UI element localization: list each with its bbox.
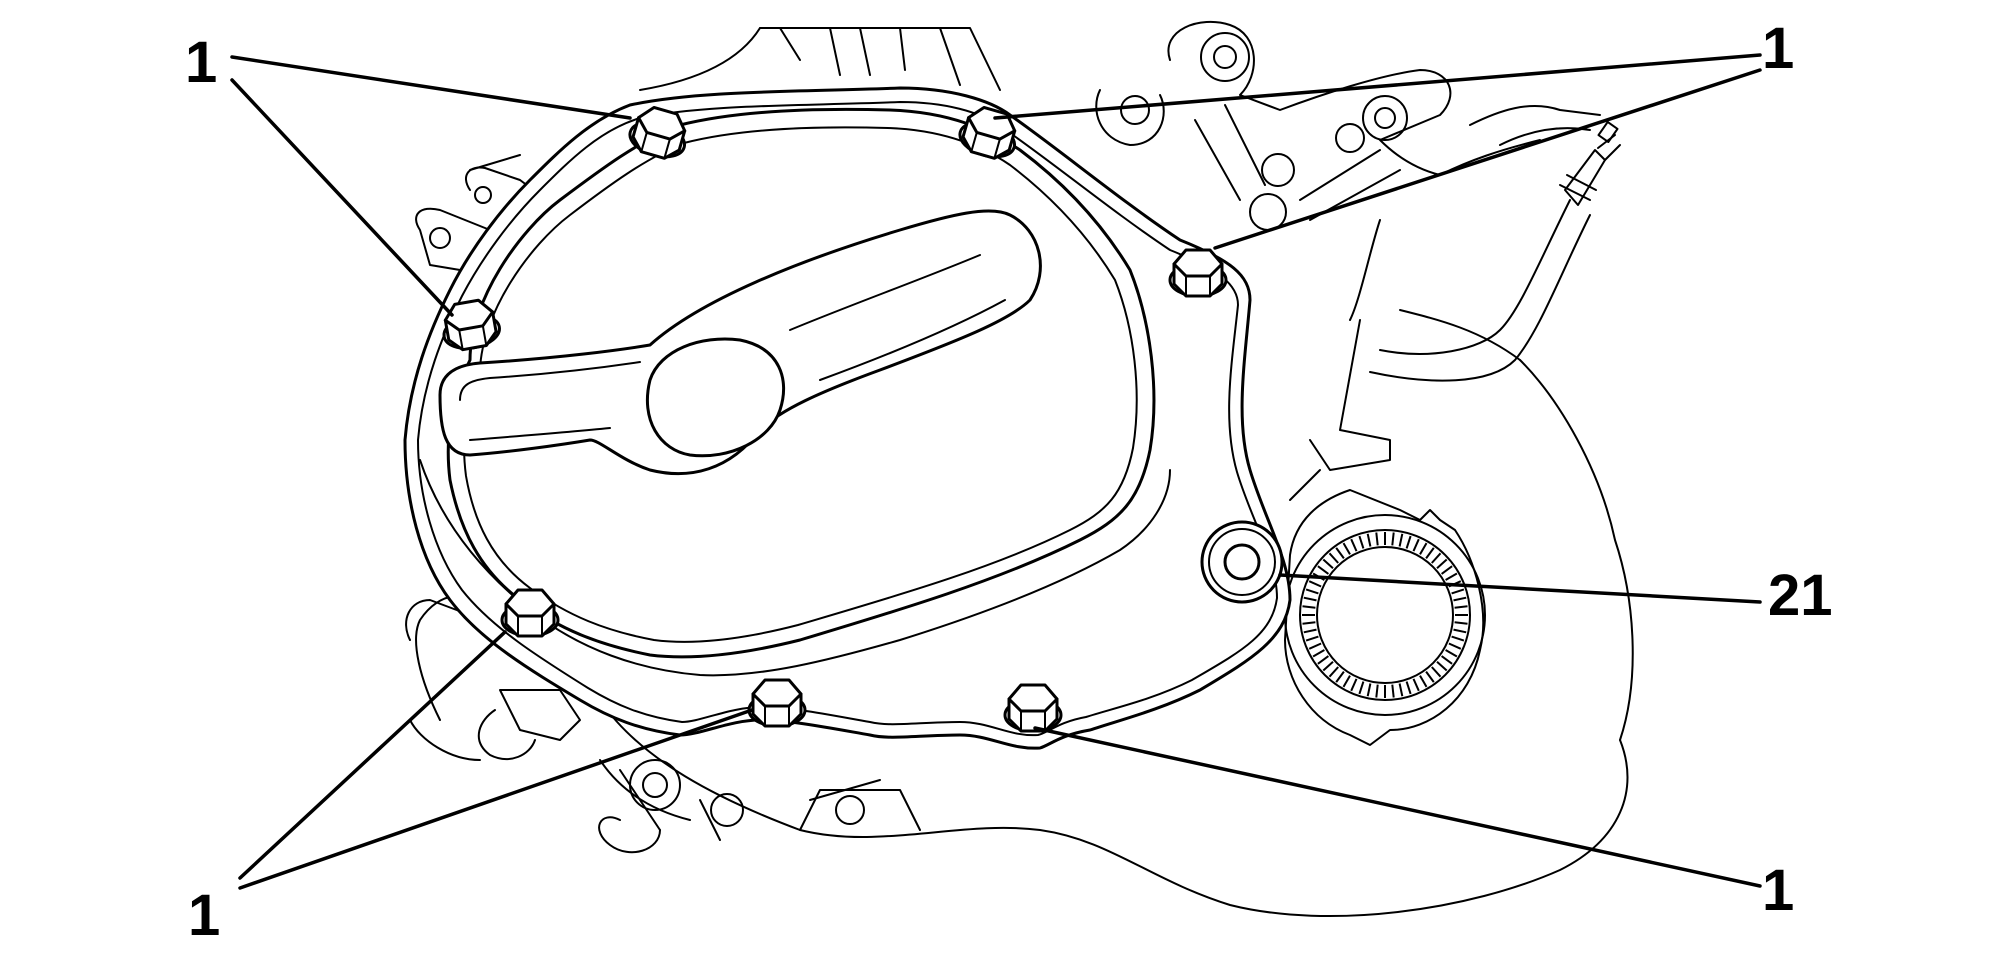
ring-tooth: [1419, 675, 1428, 688]
ring-tooth: [1425, 671, 1435, 683]
ring-tooth: [1312, 649, 1325, 658]
bolt-left-icon: [442, 298, 501, 352]
ring-tooth: [1453, 628, 1467, 634]
bolt-top-right-icon: [1168, 248, 1228, 298]
ring-tooth: [1358, 681, 1365, 695]
engine-background: [405, 20, 1634, 918]
callout-bolts-top-left: 1: [185, 30, 217, 95]
ring-tooth: [1425, 547, 1435, 559]
ring-tooth: [1405, 681, 1412, 695]
ring-tooth: [1303, 628, 1317, 634]
ring-tooth: [1366, 533, 1372, 547]
leader-plug: [1278, 573, 1762, 604]
ring-tooth: [1454, 605, 1468, 609]
ring-tooth: [1375, 684, 1379, 698]
ring-tooth: [1436, 558, 1448, 569]
drain-plug: [1200, 520, 1284, 604]
ring-tooth: [1317, 655, 1329, 665]
callout-bolts-top-right: 1: [1762, 16, 1794, 81]
ring-tooth: [1441, 565, 1453, 575]
ring-tooth: [1303, 596, 1317, 602]
ring-tooth: [1335, 547, 1345, 559]
ring-tooth: [1405, 535, 1412, 549]
ring-tooth: [1302, 621, 1316, 625]
ring-tooth: [1412, 678, 1420, 692]
ring-tooth: [1436, 661, 1448, 672]
ring-tooth: [1328, 666, 1339, 678]
ring-tooth: [1391, 684, 1395, 698]
ring-tooth: [1342, 542, 1351, 555]
leader-top-right-a: [993, 53, 1762, 120]
ring-tooth: [1375, 532, 1379, 546]
ring-tooth: [1342, 675, 1351, 688]
ring-tooth: [1398, 683, 1404, 697]
ring-tooth: [1350, 678, 1358, 692]
ring-tooth: [1453, 596, 1467, 602]
ring-tooth: [1366, 683, 1372, 697]
callout-bolt-bottom-right: 1: [1762, 858, 1794, 923]
ring-tooth: [1308, 580, 1322, 588]
ring-tooth: [1412, 538, 1420, 552]
bolt-top-left-2-icon: [958, 105, 1017, 160]
ring-tooth: [1305, 588, 1319, 595]
leader-bottom-right: [1033, 726, 1762, 888]
leader-lines: [230, 53, 1762, 890]
leader-bottom-left-b: [238, 708, 754, 890]
ring-tooth: [1445, 572, 1458, 581]
ring-tooth: [1391, 532, 1395, 546]
ring-tooth: [1451, 588, 1465, 595]
ring-tooth: [1305, 635, 1319, 642]
bolt-top-left-1-icon: [628, 105, 687, 160]
ring-tooth: [1441, 655, 1453, 665]
callout-plug: 21: [1768, 563, 1833, 628]
leader-top-left-a: [230, 55, 632, 120]
leader-top-left-b: [230, 78, 454, 317]
callout-labels: 1 1 21 1 1: [185, 16, 1833, 948]
ring-tooth: [1328, 552, 1339, 564]
cover-bolts: [442, 105, 1228, 733]
ring-tooth: [1419, 542, 1428, 555]
ring-tooth: [1398, 533, 1404, 547]
bolt-lower-left-icon: [500, 588, 560, 638]
bolt-bottom-left-icon: [747, 678, 807, 728]
ring-tooth: [1451, 635, 1465, 642]
sensor-ring: [1284, 489, 1486, 746]
ring-tooth: [1448, 642, 1462, 650]
ring-tooth: [1322, 661, 1334, 672]
ring-tooth: [1431, 552, 1442, 564]
leader-top-right-b: [1213, 68, 1762, 250]
bolt-bottom-right-icon: [1003, 683, 1063, 733]
ring-tooth: [1431, 666, 1442, 678]
ring-tooth: [1335, 671, 1345, 683]
ring-tooth: [1454, 621, 1468, 625]
ring-tooth: [1445, 649, 1458, 658]
ring-tooth: [1350, 538, 1358, 552]
sensor-ring-teeth: [1302, 532, 1468, 698]
ring-tooth: [1358, 535, 1365, 549]
callout-bolts-bottom-left: 1: [188, 883, 220, 948]
ring-tooth: [1308, 642, 1322, 650]
ring-tooth: [1302, 605, 1316, 609]
leader-bottom-left-a: [238, 630, 507, 880]
ring-tooth: [1317, 565, 1329, 575]
crankcase-cover: [403, 86, 1292, 750]
ring-tooth: [1322, 558, 1334, 569]
